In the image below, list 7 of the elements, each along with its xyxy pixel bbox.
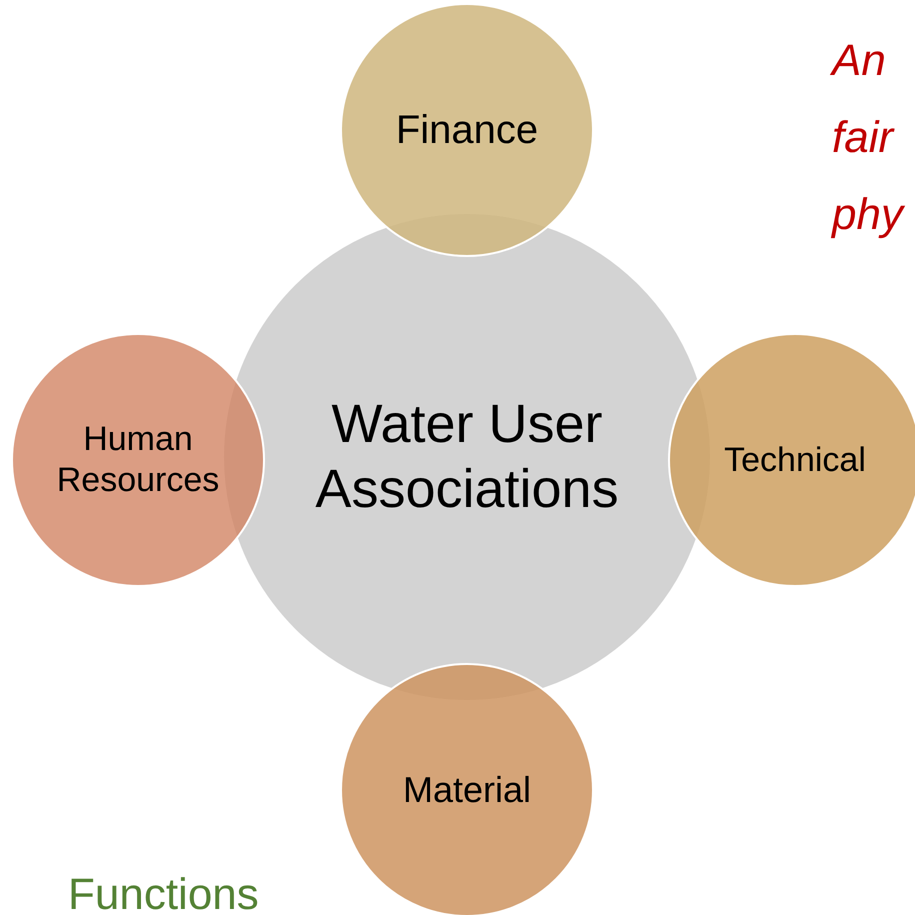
circle-label: Technical	[724, 440, 866, 480]
circle-label: Water User Associations	[314, 393, 620, 521]
note-text: An fair phy	[832, 35, 903, 241]
section-heading: Functions	[68, 869, 259, 915]
circle-label: Human Resources	[56, 419, 220, 501]
circle-label: Finance	[396, 107, 538, 154]
circle-label: Material	[402, 768, 532, 812]
